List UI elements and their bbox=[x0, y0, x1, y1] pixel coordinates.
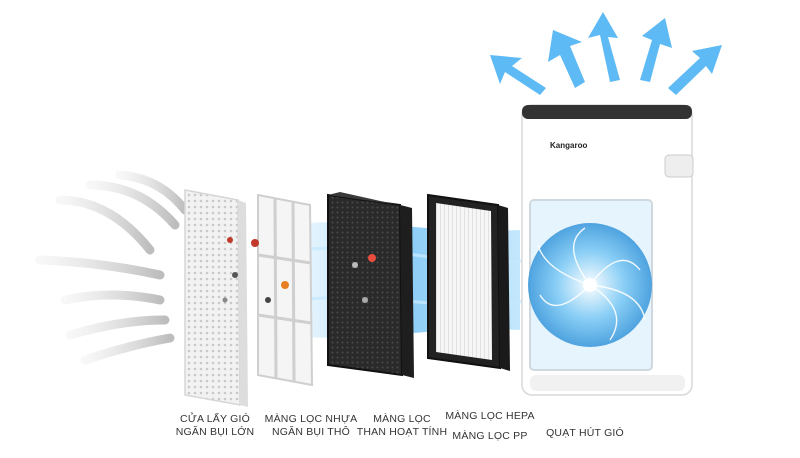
front-grille-filter bbox=[184, 189, 248, 407]
label-carbon-filter: MÀNG LỌC THAN HOẠT TÍNH bbox=[356, 413, 448, 438]
hepa-filter bbox=[427, 193, 510, 371]
label-hepa-filter: MÀNG LỌC HEPA MÀNG LỌC PP bbox=[445, 410, 535, 442]
plastic-pre-filter bbox=[251, 193, 314, 387]
label-plastic-filter: MÀNG LỌC NHỰA NGĂN BỤI THÔ bbox=[264, 413, 358, 438]
air-purifier-unit: Kangaroo bbox=[521, 104, 694, 396]
incoming-airflow-arrows bbox=[35, 170, 190, 365]
outgoing-airflow-arrows bbox=[490, 12, 722, 95]
label-intake-grille: CỬA LẤY GIÓ NGĂN BỤI LỚN bbox=[175, 413, 255, 438]
label-fan: QUẠT HÚT GIÓ bbox=[546, 427, 624, 439]
activated-carbon-filter bbox=[327, 192, 414, 378]
brand-logo: Kangaroo bbox=[550, 141, 587, 150]
